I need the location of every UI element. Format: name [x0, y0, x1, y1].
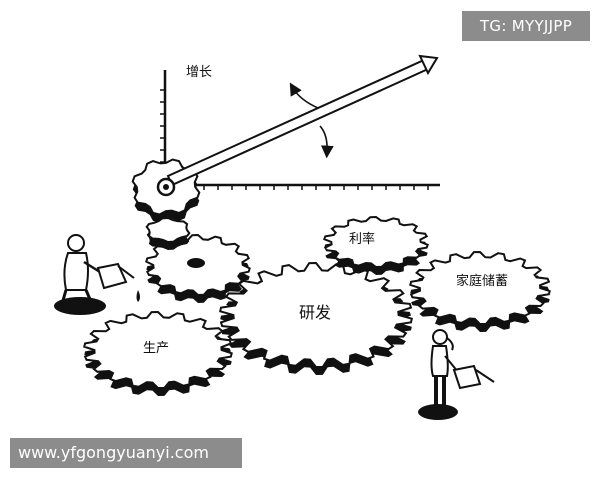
gear-hub-icon: [187, 258, 205, 268]
watermark-telegram: TG: MYYJJPP: [462, 11, 590, 41]
watermark-website: www.yfgongyuanyi.com: [10, 438, 242, 468]
gear-interest-rate-icon: [323, 215, 429, 269]
gear-label-household-savings: 家庭储蓄: [456, 273, 508, 289]
worker-left-figure-icon: [54, 234, 140, 315]
gear-tiny-connector-icon: [145, 216, 191, 244]
gear-label-production: 生产: [143, 341, 169, 356]
gear-household-savings-icon: [409, 250, 551, 326]
rotate-down-arrow-icon: [319, 125, 334, 159]
gear-production-icon: [83, 310, 233, 390]
gear-label-research: 研发: [299, 303, 331, 322]
gear-label-interest-rate: 利率: [349, 231, 375, 247]
watering-can-right-icon: [452, 364, 495, 390]
y-axis-label: 增长: [186, 65, 212, 80]
watering-can-icon: [96, 262, 135, 290]
rotate-up-arrow-icon: [289, 82, 319, 109]
worker-right-figure-icon: [418, 329, 495, 420]
